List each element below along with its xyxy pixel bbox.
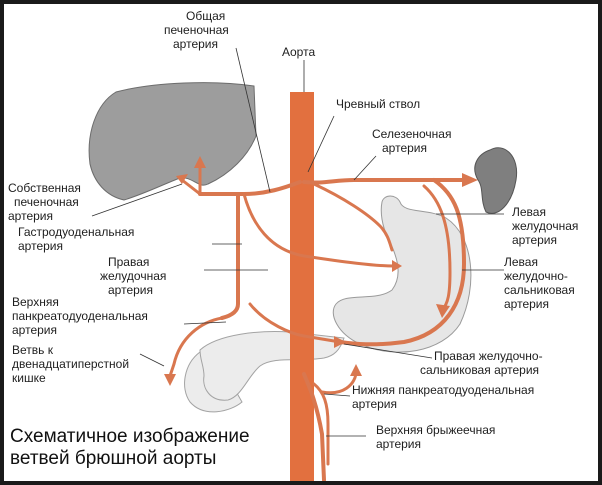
label-left-gastric-artery: Левая желудочная артерия <box>512 205 582 247</box>
label-line: артерия <box>352 397 397 411</box>
common-hepatic-artery <box>198 180 302 196</box>
label-line: Ветвь к <box>12 343 54 357</box>
label-right-gastroepiploic-artery: Правая желудочно- сальниковая артерия <box>420 349 546 377</box>
spleen <box>474 147 518 214</box>
abdominal-aorta-diagram: Общая печеночная артерия Аорта Чревный с… <box>8 9 582 481</box>
label-line: желудочная <box>512 219 578 233</box>
sma-trunk-curve <box>312 382 330 466</box>
proper-hepatic-arrow-1 <box>176 174 188 184</box>
label-line: Правая <box>108 255 149 269</box>
label-line: сальниковая <box>504 283 575 297</box>
label-right-gastric-artery: Правая желудочная артерия <box>100 255 170 297</box>
label-common-hepatic-artery: Общая печеночная артерия <box>164 9 232 51</box>
gastroduodenal-artery <box>220 192 240 320</box>
label-left-gastroepiploic-artery: Левая желудочно- сальниковая артерия <box>504 255 578 311</box>
superior-mesenteric-artery <box>302 372 326 481</box>
label-splenic-artery: Селезеночная артерия <box>372 127 455 155</box>
proper-hepatic-artery <box>180 178 202 196</box>
label-line: артерия <box>12 323 57 337</box>
label-line: артерия <box>173 37 218 51</box>
label-line: печеночная <box>164 23 229 37</box>
right-gastroepiploic-artery <box>248 302 342 344</box>
label-celiac-trunk: Чревный ствол <box>336 97 420 111</box>
label-line: Верхняя <box>12 295 59 309</box>
proper-hepatic-arrow-2 <box>194 156 206 168</box>
diagram-caption: Схематичное изображение ветвей брюшной а… <box>10 426 255 469</box>
left-gastroepiploic-artery <box>338 178 466 347</box>
left-gastroepiploic-outer <box>422 184 452 312</box>
label-line: артерия <box>376 437 421 451</box>
right-gastric-artery <box>242 192 396 268</box>
label-line: Правая желудочно- <box>434 349 543 363</box>
left-gastric-artery <box>312 182 394 252</box>
label-line: панкреатодуоденальная <box>12 309 148 323</box>
pancreas <box>199 331 345 401</box>
label-line: двенадцатиперстной <box>12 357 129 371</box>
splenic-artery-arrow <box>462 173 478 187</box>
ipd-arrow <box>350 364 362 376</box>
left-gastroepiploic-arrow <box>436 304 450 318</box>
label-line: сальниковая артерия <box>420 363 539 377</box>
duodenal-arrow <box>164 374 176 386</box>
right-gastroepiploic-arrow <box>334 336 346 348</box>
caption-line: Схематичное изображение <box>10 426 250 447</box>
label-superior-pancreaticoduodenal-artery: Верхняя панкреатодуоденальная артерия <box>12 295 151 337</box>
label-line: Собственная <box>8 181 81 195</box>
label-proper-hepatic-artery: Собственная печеночная артерия <box>8 181 84 223</box>
label-line: печеночная <box>14 195 79 209</box>
label-line: артерия <box>18 239 63 253</box>
label-line: Общая <box>186 9 225 23</box>
label-line: артерия <box>504 297 549 311</box>
caption-line: ветвей брюшной аорты <box>10 448 216 469</box>
label-aorta: Аорта <box>282 45 315 59</box>
inferior-pancreaticoduodenal-artery <box>320 372 358 395</box>
leader-lines <box>91 47 504 437</box>
label-line: артерия <box>512 233 557 247</box>
label-line: артерия <box>8 209 53 223</box>
label-line: желудочная <box>100 269 166 283</box>
label-line: артерия <box>382 141 427 155</box>
label-gastroduodenal-artery: Гастродуоденальная артерия <box>18 225 138 253</box>
label-line: Левая <box>504 255 538 269</box>
label-duodenal-branch: Ветвь к двенадцатиперстной кишке <box>12 343 132 385</box>
label-line: Левая <box>512 205 546 219</box>
label-line: желудочно- <box>504 269 568 283</box>
liver <box>88 82 257 201</box>
label-line: Нижняя панкреатодуоденальная <box>352 383 534 397</box>
label-line: артерия <box>108 283 153 297</box>
splenic-artery <box>302 178 466 185</box>
right-gastric-arrow <box>392 260 402 272</box>
stomach <box>332 195 472 353</box>
aorta <box>290 92 314 481</box>
superior-pancreaticoduodenal-artery <box>168 316 224 378</box>
label-line: Верхняя брыжеечная <box>376 423 495 437</box>
label-line: Селезеночная <box>372 127 451 141</box>
label-inferior-pancreaticoduodenal-artery: Нижняя панкреатодуоденальная артерия <box>352 383 538 411</box>
label-line: кишке <box>12 371 46 385</box>
diagram-frame: Общая печеночная артерия Аорта Чревный с… <box>4 4 598 481</box>
label-line: Гастродуоденальная <box>18 225 134 239</box>
label-superior-mesenteric-artery: Верхняя брыжеечная артерия <box>376 423 499 451</box>
